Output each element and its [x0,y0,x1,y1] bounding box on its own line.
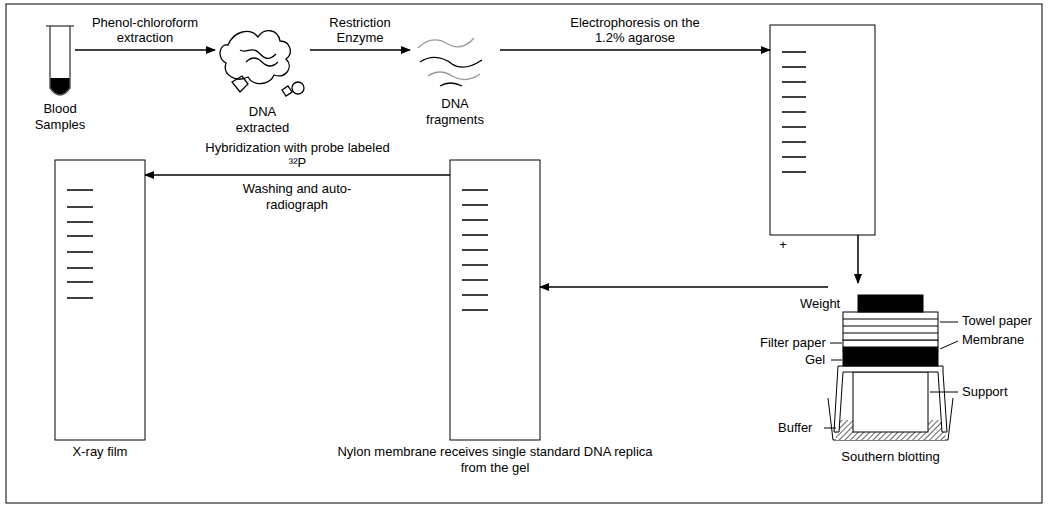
x-ray-film [55,160,145,440]
flow-arrow [540,286,828,288]
caption: + [776,237,790,253]
flow-arrow [857,235,859,283]
frame [6,4,1042,503]
agarose-gel: + [770,25,875,235]
caption: DNA fragments [415,96,495,127]
caption: X-ray film [45,444,155,460]
part-label: Filter paper [760,335,826,351]
dna-fragment [418,38,482,86]
flow-arrow [310,49,410,51]
blood-sample: Blood Samples [45,22,75,97]
flow-arrow [500,49,770,51]
part-label: Weight [800,296,840,312]
caption: Blood Samples [20,101,100,132]
step-label: Hybridization with probe labeled ³²P [203,140,393,171]
dna-fragments: DNA fragments [410,30,500,92]
flow-arrow [145,174,450,176]
nylon-membrane: Nylon membrane receives single standard … [450,160,540,440]
agarose-gel [770,25,875,235]
step-label: Electrophoresis on the 1.2% agarose [560,15,710,46]
part-label: Washing and auto-radiograph [222,181,372,212]
leader-line [824,322,958,428]
part-label: Buffer [778,420,812,436]
caption: DNA extracted [223,104,303,135]
flow-arrow [75,49,215,51]
step-label: Restriction Enzyme [315,15,405,46]
x-ray-film: X-ray film [55,160,145,440]
extracted-dna: DNA extracted [215,25,310,100]
blotting-stack [828,295,953,440]
caption: Nylon membrane receives single standard … [330,444,660,475]
part-label: Support [962,384,1008,400]
caption: Southern blotting [821,449,961,465]
part-label: Gel [805,352,825,368]
nylon-membrane [450,160,540,440]
dna-clump [220,31,304,96]
test-tube [46,26,74,95]
southern-blot: Southern blotting [828,283,953,445]
part-label: Membrane [962,332,1024,348]
step-label: Phenol-chloroform extraction [80,15,210,46]
part-label: Towel paper [962,313,1032,329]
